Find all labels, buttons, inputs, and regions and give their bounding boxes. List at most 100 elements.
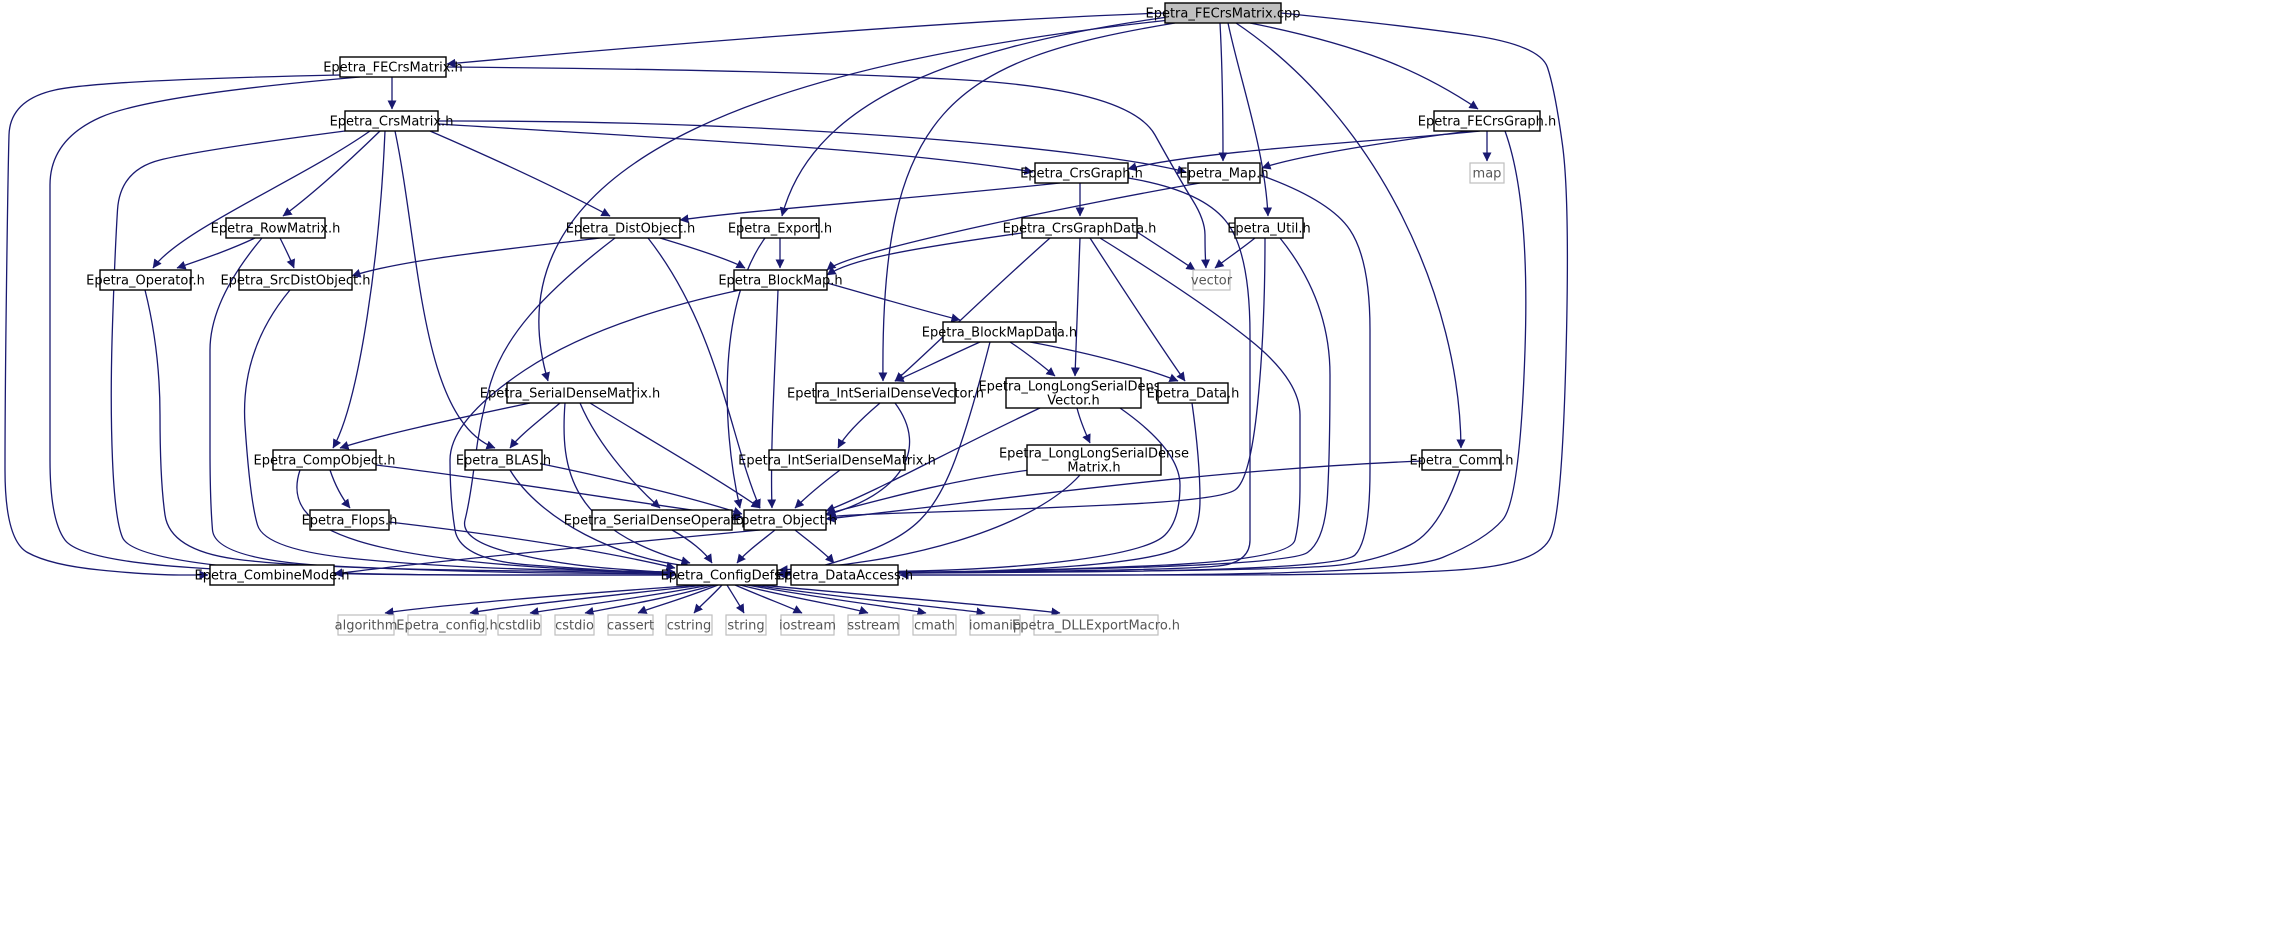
edges-layer — [4, 12, 1569, 617]
node-label-cmath: cmath — [914, 619, 955, 634]
edge-configdefs_h-to-epetra_config_h — [469, 584, 706, 616]
node-serialdenseoperator_h[interactable]: Epetra_SerialDenseOperator.h — [564, 509, 761, 531]
node-label-srcdistobject_h: Epetra_SrcDistObject.h — [220, 274, 370, 289]
edge-rowmatrix_h-to-operator_h — [176, 237, 256, 270]
node-label-fecrsgraph_h: Epetra_FECrsGraph.h — [1418, 115, 1557, 130]
node-label-longlongserialdensematrix_h-line2: Matrix.h — [1067, 461, 1120, 476]
node-label-util_h: Epetra_Util.h — [1227, 222, 1311, 237]
edge-map_h-to-blockmap_h — [826, 182, 1201, 271]
edge-configdefs_h-to-string — [726, 584, 745, 614]
edge-fecrsmatrix_cpp-to-serialdensematrix_h — [538, 19, 1171, 382]
edge-crsmatrix_h-to-crsgraph_h — [437, 123, 1034, 176]
node-box-map — [1469, 162, 1505, 184]
node-label-vector: vector — [1191, 274, 1233, 289]
node-sstream: sstream — [847, 614, 900, 636]
node-label-epetra_config_h: Epetra_config.h — [396, 619, 498, 634]
node-box-util_h — [1234, 217, 1304, 239]
node-box-algorithm — [337, 614, 395, 636]
node-vector: vector — [1191, 269, 1233, 291]
edge-compobject_h-to-configdefs_h — [296, 469, 676, 578]
node-label-longlongserialdensevector_h-line2: Vector.h — [1047, 394, 1100, 409]
node-configdefs_h[interactable]: Epetra_ConfigDefs.h — [661, 564, 794, 586]
edge-fecrsmatrix_h-to-configdefs_h — [49, 76, 676, 580]
node-map: map — [1469, 162, 1505, 184]
node-distobject_h[interactable]: Epetra_DistObject.h — [566, 217, 696, 239]
node-data_h[interactable]: Epetra_Data.h — [1147, 382, 1240, 404]
node-combinemode_h[interactable]: Epetra_CombineMode.h — [195, 564, 350, 586]
node-compobject_h[interactable]: Epetra_CompObject.h — [253, 449, 396, 471]
edge-fecrsmatrix_cpp-to-fecrsgraph_h — [1249, 22, 1479, 110]
node-dllexportmacro_h: Epetra_DLLExportMacro.h — [1012, 614, 1180, 636]
edge-crsmatrix_h-to-operator_h — [152, 130, 371, 269]
node-blas_h[interactable]: Epetra_BLAS.h — [456, 449, 551, 471]
edge-compobject_h-to-flops_h — [329, 469, 351, 509]
edge-fecrsmatrix_cpp-to-export_h — [779, 16, 1169, 217]
node-crsgraph_h[interactable]: Epetra_CrsGraph.h — [1020, 162, 1143, 184]
node-label-blockmap_h: Epetra_BlockMap.h — [718, 274, 842, 289]
node-intserialdensematrix_h[interactable]: Epetra_IntSerialDenseMatrix.h — [738, 449, 936, 471]
node-box-intserialdensematrix_h — [768, 449, 906, 471]
node-label-configdefs_h: Epetra_ConfigDefs.h — [661, 569, 794, 584]
node-dataaccess_h[interactable]: Epetra_DataAccess.h — [776, 564, 913, 586]
node-label-crsgraphdata_h: Epetra_CrsGraphData.h — [1003, 222, 1157, 237]
node-box-cstdio — [554, 614, 595, 636]
node-box-vector — [1192, 269, 1231, 291]
node-object_h[interactable]: Epetra_Object.h — [733, 509, 837, 531]
node-intserialdensevector_h[interactable]: Epetra_IntSerialDenseVector.h — [787, 382, 984, 404]
edge-longlongserialdensevector_h-to-longlongserialdensematrix_h — [1076, 407, 1091, 444]
edge-distobject_h-to-object_h — [647, 237, 761, 509]
node-box-dllexportmacro_h — [1033, 614, 1159, 636]
edge-distobject_h-to-srcdistobject_h — [351, 237, 601, 278]
node-blockmapdata_h[interactable]: Epetra_BlockMapData.h — [922, 321, 1077, 343]
node-crsmatrix_h[interactable]: Epetra_CrsMatrix.h — [330, 110, 454, 132]
node-rowmatrix_h[interactable]: Epetra_RowMatrix.h — [211, 217, 341, 239]
node-crsgraphdata_h[interactable]: Epetra_CrsGraphData.h — [1003, 217, 1157, 239]
node-box-longlongserialdensevector_h — [1005, 377, 1142, 409]
edge-crsgraphdata_h-to-longlongserialdensevector_h — [1070, 237, 1081, 377]
node-fecrsmatrix_h[interactable]: Epetra_FECrsMatrix.h — [323, 56, 463, 78]
node-label-map_h: Epetra_Map.h — [1179, 167, 1268, 182]
node-util_h[interactable]: Epetra_Util.h — [1227, 217, 1311, 239]
node-box-longlongserialdensematrix_h — [1026, 444, 1162, 476]
node-string: string — [725, 614, 767, 636]
node-box-srcdistobject_h — [238, 269, 353, 291]
node-srcdistobject_h[interactable]: Epetra_SrcDistObject.h — [220, 269, 371, 291]
edge-fecrsmatrix_cpp-to-fecrsmatrix_h — [446, 12, 1166, 68]
edge-blas_h-to-configdefs_h — [509, 469, 691, 570]
node-label-longlongserialdensevector_h-line1: Epetra_LongLongSerialDense — [978, 380, 1168, 395]
node-fecrsmatrix_cpp[interactable]: Epetra_FECrsMatrix.cpp — [1146, 2, 1301, 24]
edge-crsgraph_h-to-distobject_h — [679, 182, 1061, 224]
node-label-map: map — [1473, 167, 1502, 182]
edge-serialdensematrix_h-to-compobject_h — [339, 402, 531, 450]
node-operator_h[interactable]: Epetra_Operator.h — [86, 269, 205, 291]
edge-fecrsgraph_h-to-map_h — [1261, 130, 1471, 170]
node-label-comm_h: Epetra_Comm.h — [1409, 454, 1513, 469]
node-label-intserialdensevector_h: Epetra_IntSerialDenseVector.h — [787, 387, 984, 402]
node-flops_h[interactable]: Epetra_Flops.h — [302, 509, 398, 531]
node-blockmap_h[interactable]: Epetra_BlockMap.h — [718, 269, 843, 291]
edge-object_h-to-combinemode_h — [333, 529, 761, 578]
node-fecrsgraph_h[interactable]: Epetra_FECrsGraph.h — [1418, 110, 1557, 132]
edge-longlongserialdensematrix_h-to-object_h — [825, 469, 1031, 517]
edge-fecrsmatrix_cpp-to-map_h — [1218, 22, 1228, 162]
node-export_h[interactable]: Epetra_Export.h — [728, 217, 832, 239]
node-label-fecrsmatrix_cpp: Epetra_FECrsMatrix.cpp — [1146, 7, 1301, 22]
edge-configdefs_h-to-cassert — [637, 584, 719, 614]
edge-compobject_h-to-object_h — [375, 464, 743, 521]
node-comm_h[interactable]: Epetra_Comm.h — [1409, 449, 1514, 471]
edge-configdefs_h-to-dllexportmacro_h — [759, 584, 1061, 617]
node-label-cstring: cstring — [667, 619, 711, 634]
edge-flops_h-to-configdefs_h — [388, 521, 676, 571]
node-serialdensematrix_h[interactable]: Epetra_SerialDenseMatrix.h — [480, 382, 660, 404]
node-map_h[interactable]: Epetra_Map.h — [1179, 162, 1269, 184]
node-box-cmath — [912, 614, 957, 636]
node-box-rowmatrix_h — [225, 217, 326, 239]
edge-configdefs_h-to-cstdio — [584, 584, 716, 616]
edge-configdefs_h-to-cstdlib — [529, 584, 711, 617]
node-cstdlib: cstdlib — [497, 614, 542, 636]
edge-fecrsgraph_h-to-configdefs_h — [778, 130, 1527, 580]
edge-operator_h-to-configdefs_h — [144, 289, 676, 578]
node-label-intserialdensematrix_h: Epetra_IntSerialDenseMatrix.h — [738, 454, 936, 469]
